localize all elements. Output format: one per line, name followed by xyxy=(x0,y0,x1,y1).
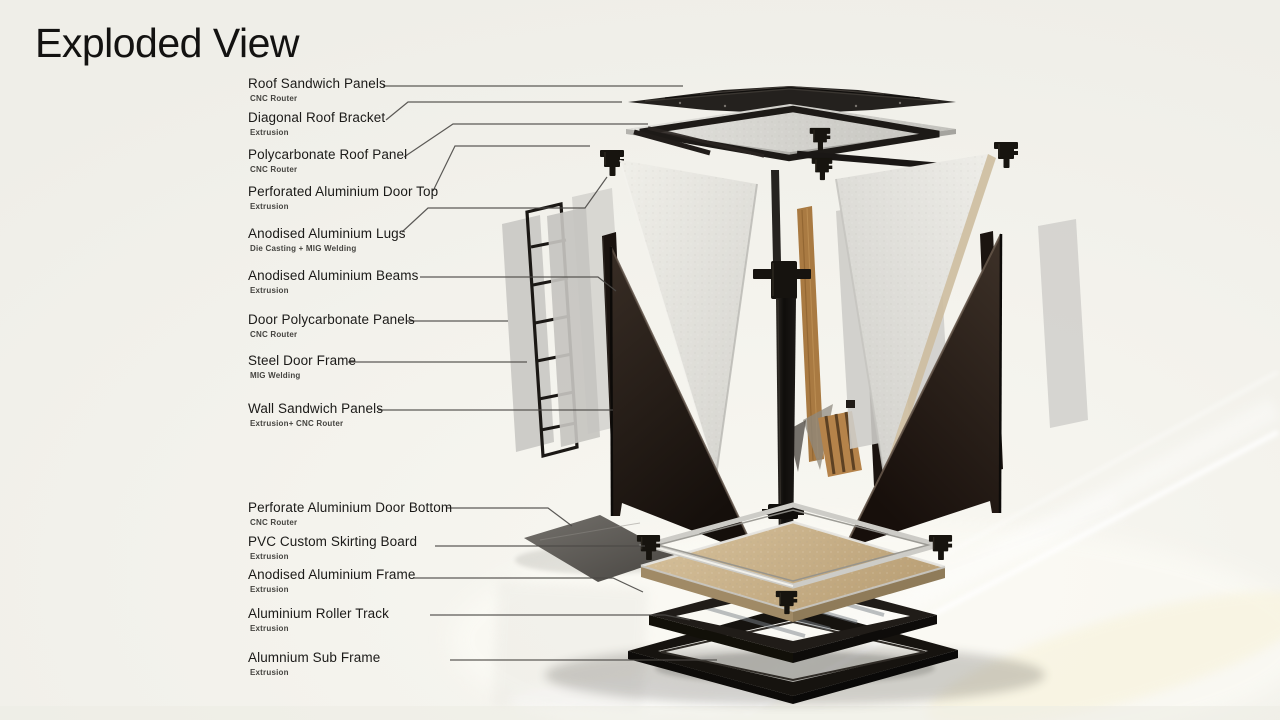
part-process: Extrusion xyxy=(250,551,289,561)
part-name: Door Polycarbonate Panels xyxy=(248,312,415,327)
part-process: Extrusion xyxy=(250,667,289,677)
label-alumnium-sub-frame: Alumnium Sub Frame Extrusion xyxy=(248,650,381,677)
label-steel-door-frame: Steel Door Frame MIG Welding xyxy=(248,353,357,380)
leader-anodised-lugs xyxy=(401,176,608,233)
pvc-skirting-frame xyxy=(638,502,948,589)
roof-frame xyxy=(633,105,953,171)
label-wall-sandwich-panels: Wall Sandwich Panels Extrusion+ CNC Rout… xyxy=(248,401,384,428)
label-door-polycarbonate-panels: Door Polycarbonate Panels CNC Router xyxy=(248,312,415,339)
part-name: Polycarbonate Roof Panel xyxy=(248,147,408,162)
part-name: PVC Custom Skirting Board xyxy=(248,534,418,549)
part-name: Perforated Aluminium Door Top xyxy=(248,184,439,199)
part-name: Anodised Aluminium Beams xyxy=(248,268,419,283)
steel-door-frame xyxy=(525,202,579,459)
leader-roller-track xyxy=(430,614,691,621)
part-process: Extrusion xyxy=(250,285,289,295)
label-anodised-aluminium-frame: Anodised Aluminium Frame Extrusion xyxy=(248,567,416,594)
part-name: Anodised Aluminium Lugs xyxy=(248,226,406,241)
leader-polycarbonate-roof-panel xyxy=(403,123,648,158)
part-process: MIG Welding xyxy=(250,370,301,380)
label-perforated-aluminium-door-top: Perforated Aluminium Door Top Extrusion xyxy=(248,184,439,211)
page-title: Exploded View xyxy=(35,20,299,66)
part-process: Extrusion xyxy=(250,623,289,633)
label-perforate-aluminium-door-bottom: Perforate Aluminium Door Bottom CNC Rout… xyxy=(248,500,453,527)
label-diagonal-roof-bracket: Diagonal Roof Bracket Extrusion xyxy=(248,110,386,137)
wall-sandwich-panel-left xyxy=(619,159,758,477)
floor-assembly xyxy=(515,502,958,704)
label-polycarbonate-roof-panel: Polycarbonate Roof Panel CNC Router xyxy=(248,147,408,174)
floor-board-with-anodised-frame xyxy=(640,520,946,622)
leader-door-bottom xyxy=(447,507,573,527)
label-aluminium-roller-track: Aluminium Roller Track Extrusion xyxy=(248,606,389,633)
part-process: CNC Router xyxy=(250,164,298,174)
roof-sandwich-panel-cap xyxy=(628,85,956,114)
dark-wall-panel-right xyxy=(843,233,1003,550)
sandwich-core-edge xyxy=(884,154,996,476)
part-name: Roof Sandwich Panels xyxy=(248,76,386,91)
part-name: Diagonal Roof Bracket xyxy=(248,110,386,125)
label-anodised-aluminium-lugs: Anodised Aluminium Lugs Die Casting + MI… xyxy=(248,226,406,253)
part-process: Extrusion+ CNC Router xyxy=(250,418,344,428)
leader-anodised-beams xyxy=(420,276,617,292)
leader-perforated-door-top xyxy=(432,145,590,192)
part-name: Perforate Aluminium Door Bottom xyxy=(248,500,453,515)
door-polycarbonate-panel xyxy=(547,207,600,447)
part-name: Anodised Aluminium Frame xyxy=(248,567,416,582)
part-name: Wall Sandwich Panels xyxy=(248,401,384,416)
part-process: Die Casting + MIG Welding xyxy=(250,243,357,253)
label-roof-sandwich-panels: Roof Sandwich Panels CNC Router xyxy=(248,76,386,103)
part-name: Alumnium Sub Frame xyxy=(248,650,381,665)
part-process: Extrusion xyxy=(250,201,289,211)
part-process: Extrusion xyxy=(250,584,289,594)
diagonal-roof-bracket xyxy=(633,129,711,156)
door-polycarbonate-panel xyxy=(502,215,554,452)
part-name: Steel Door Frame xyxy=(248,353,357,368)
part-process: CNC Router xyxy=(250,517,298,527)
part-process: Extrusion xyxy=(250,127,289,137)
part-process: CNC Router xyxy=(250,329,298,339)
leader-anodised-frame xyxy=(413,577,644,593)
part-process: CNC Router xyxy=(250,93,298,103)
wall-sandwich-panel-right xyxy=(835,154,996,476)
leader-lines xyxy=(348,85,717,661)
label-pvc-custom-skirting-board: PVC Custom Skirting Board Extrusion xyxy=(248,534,418,561)
leader-diagonal-roof-bracket xyxy=(385,101,622,121)
perforate-door-bottom-panel xyxy=(524,515,676,582)
part-name: Aluminium Roller Track xyxy=(248,606,389,621)
dark-wall-panel-left xyxy=(609,246,758,557)
label-anodised-aluminium-beams: Anodised Aluminium Beams Extrusion xyxy=(248,268,419,295)
